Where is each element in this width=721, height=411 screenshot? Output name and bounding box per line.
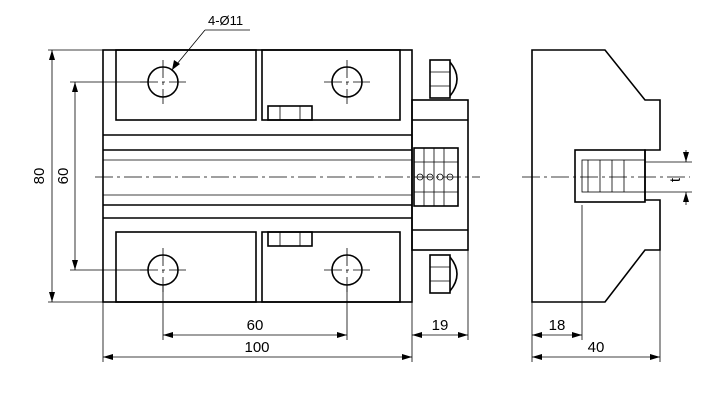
connector-block [411, 99, 469, 251]
dim-hole-spacing-horizontal: 60 [247, 317, 264, 334]
screw-bottom [429, 254, 458, 294]
dimensions: 4-Ø11 80 60 60 100 19 [31, 13, 692, 362]
dim-overall-height: 80 [31, 168, 48, 185]
lower-right-block [261, 231, 401, 303]
dim-side-offset: 18 [549, 317, 566, 334]
hex-nut-bottom [267, 231, 313, 247]
dim-slot-thickness: t [667, 177, 684, 182]
hole-callout-label: 4-Ø11 [208, 13, 243, 28]
upper-right-block [261, 49, 401, 121]
dim-overall-length: 100 [244, 339, 269, 356]
hex-nut-top [267, 105, 313, 121]
dim-connector-length: 19 [432, 317, 449, 334]
side-slot-inner [581, 159, 646, 193]
front-view [95, 49, 480, 303]
side-slot [574, 149, 646, 203]
screw-top [429, 59, 458, 99]
dim-side-width: 40 [588, 339, 605, 356]
side-view [522, 49, 690, 303]
dim-hole-spacing-vertical: 60 [55, 168, 72, 185]
lower-left-block [115, 231, 257, 303]
side-outline [531, 49, 661, 303]
upper-left-block [115, 49, 257, 121]
